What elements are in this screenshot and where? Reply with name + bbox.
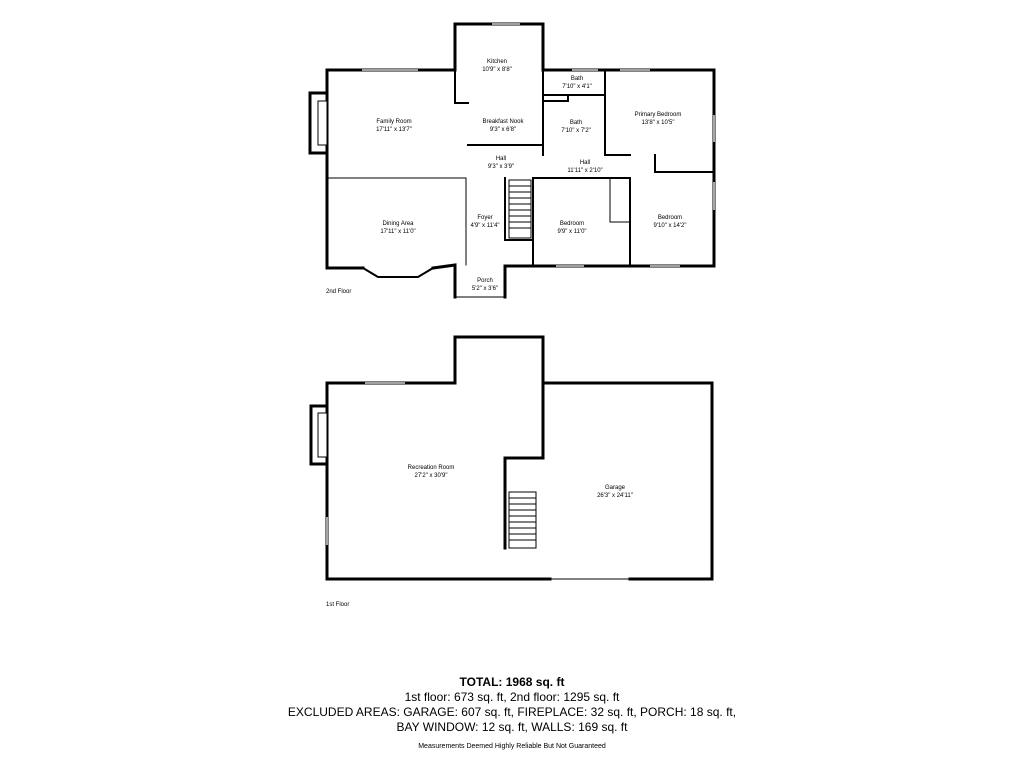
outer-wall	[453, 335, 714, 581]
floor-label-2nd: 2nd Floor	[326, 289, 352, 295]
disclaimer: Measurements Deemed Highly Reliable But …	[418, 743, 606, 750]
outer-wall	[325, 381, 552, 581]
outer-wall	[431, 263, 457, 299]
excluded-areas-cont: BAY WINDOW: 12 sq. ft, WALLS: 169 sq. ft	[396, 720, 628, 734]
floor-areas: 1st floor: 673 sq. ft, 2nd floor: 1295 s…	[404, 690, 620, 704]
floor-label-1st: 1st Floor	[326, 602, 350, 608]
stairs	[508, 179, 532, 239]
stairs	[508, 491, 537, 549]
total-area: TOTAL: 1968 sq. ft	[459, 675, 565, 689]
outer-wall	[325, 68, 457, 270]
bay-window	[361, 266, 435, 278]
outer-wall	[503, 68, 716, 268]
second-floor-windows	[362, 23, 715, 267]
first-floor-windows	[326, 382, 405, 545]
interior-wall	[503, 381, 545, 550]
excluded-areas: EXCLUDED AREAS: GARAGE: 607 sq. ft, FIRE…	[287, 705, 737, 719]
first-floor-plan	[309, 335, 714, 581]
second-floor-window-lines	[362, 22, 716, 268]
floor-plan-drawing	[308, 22, 716, 581]
